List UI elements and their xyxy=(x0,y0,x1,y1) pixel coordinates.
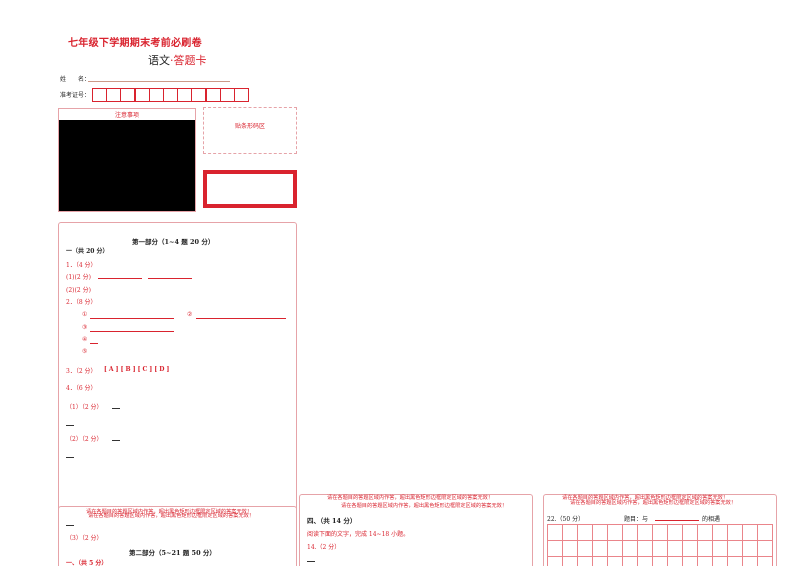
section4-instruction: 阅读下面的文字，完成 14~18 小题。 xyxy=(307,531,410,538)
exam-id-digit-box[interactable] xyxy=(106,88,122,102)
barcode-area: 贴条形码区 xyxy=(203,107,297,154)
q14-answer-line[interactable] xyxy=(307,561,315,562)
q4-2-blank[interactable] xyxy=(112,440,120,441)
warning-col2-b: 请在各题目的答题区域内作答，超出黑色矩形边框限定区域的答案无效！ xyxy=(341,503,508,509)
q2-blank-1[interactable] xyxy=(90,318,174,319)
sheet-name: 答题卡 xyxy=(173,54,207,67)
q4-2-answer-line[interactable] xyxy=(66,457,74,458)
part1-heading: 第一部分（1~4 题 20 分） xyxy=(132,238,215,246)
exam-id-digit-box[interactable] xyxy=(234,88,250,102)
warning-col1-b: 请在各题目的答题区域内作答，超出黑色矩形边框限定区域的答案无效！ xyxy=(88,513,255,519)
section4-heading: 四、（共 14 分） xyxy=(307,517,357,525)
id-label: 准考证号： xyxy=(60,92,91,99)
essay-topic-blank[interactable] xyxy=(655,520,699,521)
exam-id-digit-box[interactable] xyxy=(191,88,207,102)
essay-panel xyxy=(543,494,777,566)
q2-blank-4[interactable] xyxy=(90,343,98,344)
name-field[interactable] xyxy=(88,81,230,82)
q4-3-label: （3）（2 分） xyxy=(66,535,103,542)
q4-label: 4．（6 分） xyxy=(66,385,97,392)
q4-1-blank[interactable] xyxy=(112,408,120,409)
exam-id-boxes[interactable] xyxy=(92,88,250,102)
q22-label: 22.（50 分） xyxy=(547,516,585,523)
part1-continued-panel xyxy=(58,506,297,566)
warning-col3-a: 请在各题目的答题区域内作答，超出黑色矩形边框限定区域的答案无效！ xyxy=(562,495,729,501)
q1-1-label: (1)(2 分) xyxy=(66,274,91,281)
q2-blank-2[interactable] xyxy=(196,318,286,319)
q4-1-label: （1）（2 分） xyxy=(66,404,103,411)
essay-writing-grid[interactable] xyxy=(547,524,773,566)
notice-box: 注意事项 xyxy=(58,108,196,212)
q4-3-blank-line[interactable] xyxy=(66,525,74,526)
section4-panel xyxy=(299,494,533,566)
exam-title: 七年级下学期期末考前必刷卷 xyxy=(68,38,202,49)
exam-id-digit-box[interactable] xyxy=(92,88,107,102)
notice-title: 注意事项 xyxy=(114,112,139,119)
exam-id-digit-box[interactable] xyxy=(205,88,221,102)
q1-label: 1．（4 分） xyxy=(66,262,97,269)
warning-col3-b: 请在各题目的答题区域内作答，超出黑色矩形边框限定区域的答案无效！ xyxy=(570,500,737,506)
essay-topic-suffix: 的相遇 xyxy=(702,516,721,523)
part2-heading: 第二部分（5~21 题 50 分） xyxy=(129,549,216,557)
warning-col2-a: 请在各题目的答题区域内作答，超出黑色矩形边框限定区域的答案无效！ xyxy=(327,495,494,501)
q2-mark-1: ① xyxy=(82,311,88,318)
sheet-subtitle: 语文·答题卡 xyxy=(148,52,207,68)
exam-id-digit-box[interactable] xyxy=(219,88,235,102)
q1-2-label: (2)(2 分) xyxy=(66,287,91,294)
subject-label: 语文 xyxy=(148,54,170,67)
q2-mark-3: ③ xyxy=(82,324,88,331)
notice-redacted-area xyxy=(59,120,195,211)
q1-1-blank-b[interactable] xyxy=(148,278,192,279)
exam-id-digit-box[interactable] xyxy=(120,88,136,102)
q14-label: 14.（2 分） xyxy=(307,544,341,551)
exam-id-digit-box[interactable] xyxy=(148,88,164,102)
exam-id-digit-box[interactable] xyxy=(134,88,150,102)
q4-2-label: （2）（2 分） xyxy=(66,436,103,443)
part1-section-one: 一（共 20 分） xyxy=(66,248,109,255)
q2-label: 2．（8 分） xyxy=(66,299,97,306)
q2-mark-4: ④ xyxy=(82,336,88,343)
barcode-label: 贴条形码区 xyxy=(234,123,265,130)
warning-col1-a: 请在各题目的答题区域内作答，超出黑色矩形边框限定区域的答案无效！ xyxy=(86,509,253,515)
q1-1-blank-a[interactable] xyxy=(98,278,142,279)
q4-1-answer-line[interactable] xyxy=(66,425,74,426)
subtitle-separator: · xyxy=(170,54,174,67)
name-label: 姓 名： xyxy=(60,76,91,83)
q3-options[interactable]: [ A ] [ B ] [ C ] [ D ] xyxy=(104,366,170,373)
q2-blank-3[interactable] xyxy=(90,331,174,332)
q2-mark-5: ⑤ xyxy=(82,348,88,355)
essay-topic-label: 题目：与 xyxy=(624,516,649,523)
exam-id-digit-box[interactable] xyxy=(163,88,179,102)
part2-section-one: 一、（共 5 分） xyxy=(66,560,108,566)
q3-label: 3．（2 分） xyxy=(66,368,97,375)
q2-mark-2: ② xyxy=(187,311,193,318)
exam-id-digit-box[interactable] xyxy=(177,88,193,102)
absent-mark-box xyxy=(203,170,297,208)
